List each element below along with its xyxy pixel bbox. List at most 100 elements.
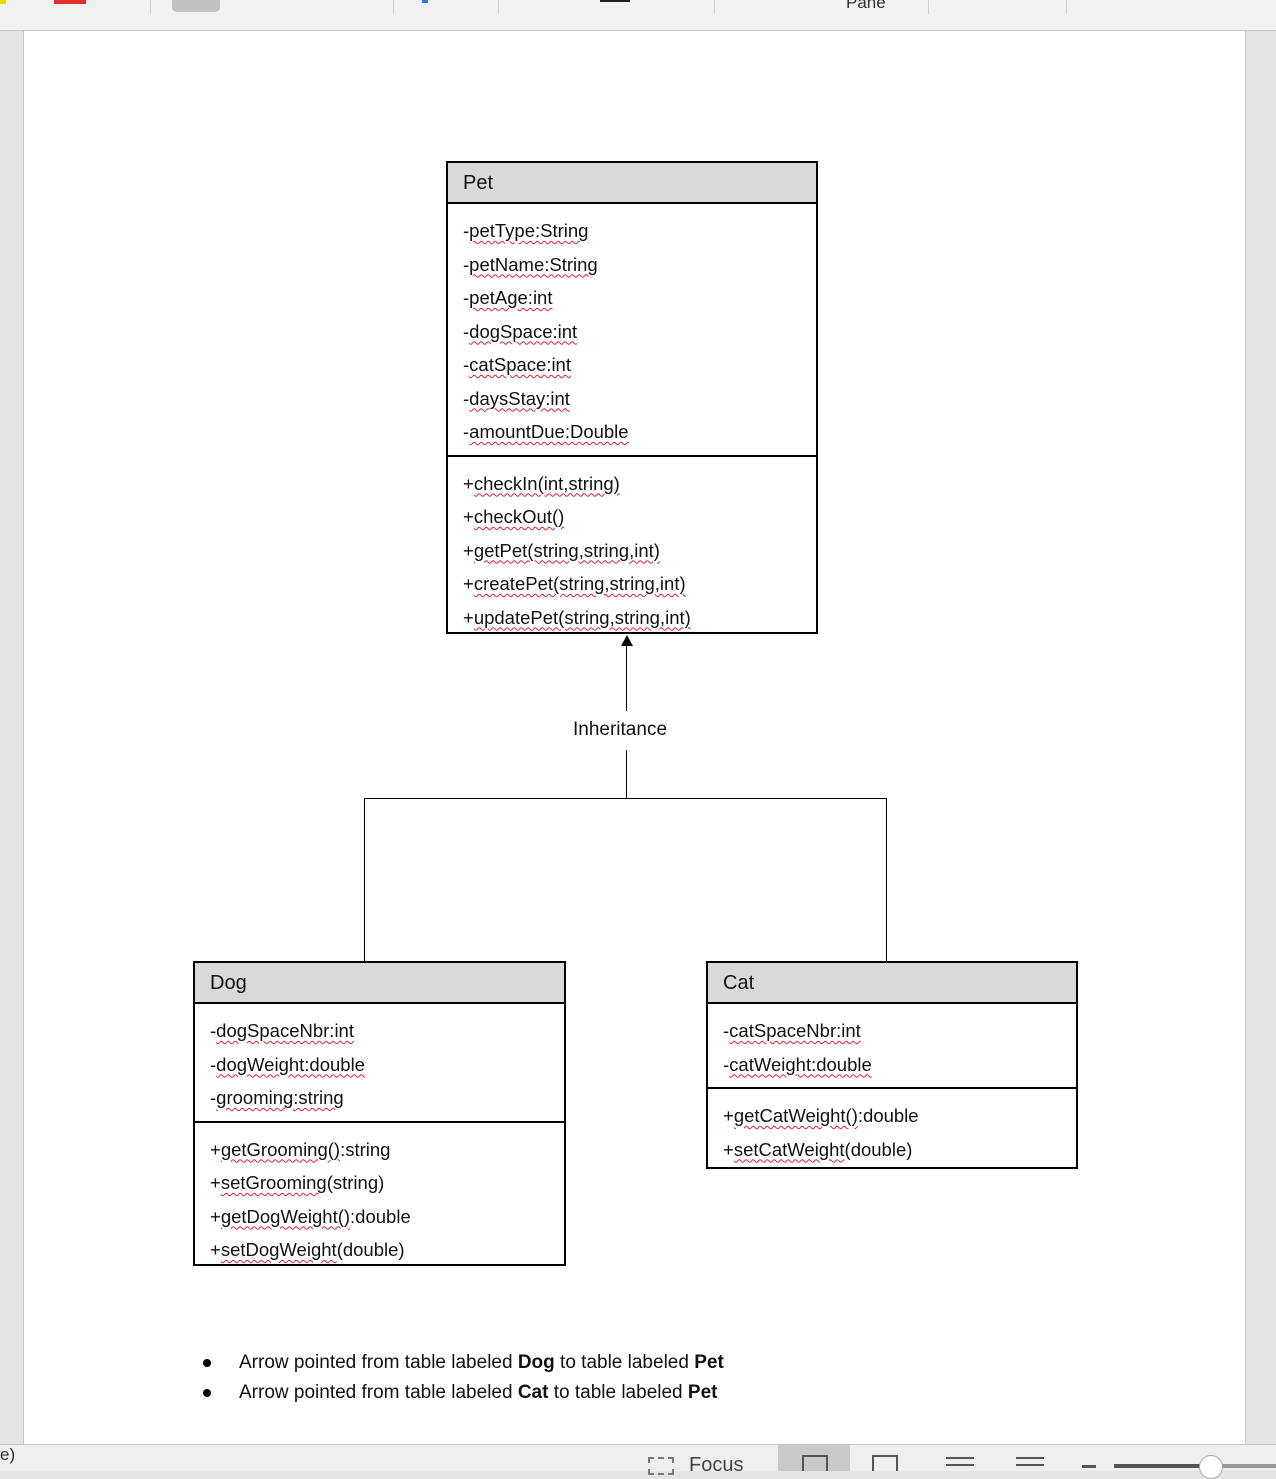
dog-attributes: -dogSpaceNbr:int-dogWeight:double-groomi… (195, 1004, 564, 1121)
member-visibility: - (210, 1053, 217, 1075)
toolbar-divider (150, 0, 151, 14)
member-name: dogWeight:double (216, 1053, 365, 1075)
member-name: catSpaceNbr:int (729, 1020, 861, 1041)
inheritance-arrowhead-icon (621, 635, 633, 646)
uml-member-line: -dogSpace:int (463, 315, 801, 349)
uml-class-pet[interactable]: Pet -petType:String-petName:String-petAg… (446, 161, 818, 634)
member-visibility: + (210, 1138, 221, 1160)
connector-line-to-dog (364, 798, 365, 962)
toolbar-blue-icon[interactable] (422, 0, 428, 3)
member-name: getPet(string,string,int) (473, 539, 660, 561)
outline-view-icon[interactable] (946, 1457, 974, 1469)
member-name: getGrooming() (220, 1138, 341, 1160)
web-layout-icon[interactable] (872, 1455, 898, 1471)
uml-member-line: +getDogWeight():double (210, 1200, 549, 1234)
member-type: :string (340, 1138, 391, 1160)
member-visibility: - (463, 421, 470, 442)
uml-member-line: -daysStay:int (463, 382, 801, 416)
uml-member-line: +checkIn(int,string) (463, 467, 801, 501)
member-name: petType:String (469, 220, 589, 241)
list-item: Arrow pointed from table labeled Dog to … (202, 1348, 724, 1378)
member-name: petName:String (469, 253, 598, 275)
member-name: petAge:int (469, 287, 553, 308)
toolbar-red-swatch-button[interactable] (54, 0, 86, 4)
member-type: :double (857, 1105, 919, 1126)
uml-member-line: +checkOut() (463, 500, 801, 534)
member-name: catWeight:double (729, 1053, 872, 1075)
uml-member-line: +getPet(string,string,int) (463, 534, 801, 568)
member-visibility: + (210, 1172, 221, 1193)
toolbar-divider (928, 0, 929, 14)
uml-class-dog[interactable]: Dog -dogSpaceNbr:int-dogWeight:double-gr… (193, 961, 566, 1266)
list-item: Arrow pointed from table labeled Cat to … (202, 1378, 724, 1408)
member-visibility: - (463, 320, 470, 342)
focus-icon[interactable] (648, 1457, 674, 1475)
uml-member-line: -grooming:string (210, 1081, 549, 1115)
member-name: checkIn(int,string) (473, 472, 620, 494)
connector-line-to-pet (626, 645, 627, 711)
class-name-cat: Cat (708, 963, 1076, 1004)
note-bold-term: Dog (517, 1352, 555, 1373)
member-visibility: - (463, 287, 470, 308)
note-text: Arrow pointed from table labeled (239, 1382, 518, 1403)
member-name: amountDue:Double (469, 421, 629, 442)
uml-class-cat[interactable]: Cat -catSpaceNbr:int-catWeight:double +g… (706, 961, 1078, 1169)
member-name: updatePet(string,string,int) (473, 606, 691, 628)
status-bar: e) Focus (0, 1444, 1276, 1479)
member-visibility: + (210, 1205, 221, 1227)
member-name: catSpace:int (469, 354, 571, 375)
member-type: (string) (326, 1172, 385, 1193)
member-name: setDogWeight (220, 1239, 337, 1260)
zoom-out-icon[interactable] (1082, 1465, 1096, 1468)
uml-member-line: +setGrooming(string) (210, 1166, 549, 1200)
member-visibility: - (463, 387, 470, 409)
toolbar-underline-icon[interactable] (600, 0, 630, 2)
member-visibility: - (210, 1020, 217, 1041)
member-name: grooming:string (216, 1087, 344, 1108)
toolbar-divider (498, 0, 499, 14)
toolbar-dropdown-button[interactable] (172, 0, 220, 12)
uml-member-line: +setCatWeight(double) (723, 1133, 1061, 1167)
draft-view-icon[interactable] (1016, 1457, 1044, 1469)
member-visibility: - (463, 354, 470, 375)
bullet-icon (203, 1389, 211, 1397)
print-layout-view-button[interactable] (778, 1445, 850, 1471)
focus-button-label[interactable]: Focus (689, 1454, 744, 1476)
status-left-text: e) (0, 1445, 16, 1464)
uml-member-line: -catSpaceNbr:int (723, 1014, 1061, 1048)
member-name: createPet(string,string,int) (473, 573, 686, 594)
toolbar-accent-yellow (0, 0, 6, 4)
member-visibility: - (723, 1053, 730, 1075)
pet-methods: +checkIn(int,string)+checkOut()+getPet(s… (448, 454, 816, 641)
member-name: daysStay:int (469, 387, 570, 409)
note-text: to table labeled (548, 1382, 688, 1403)
member-type: (double) (336, 1239, 405, 1260)
note-bold-term: Pet (687, 1382, 718, 1403)
print-layout-icon (802, 1455, 828, 1471)
uml-member-line: -catWeight:double (723, 1048, 1061, 1082)
pane-button-label[interactable]: Pane (846, 0, 886, 12)
member-visibility: + (463, 573, 474, 594)
member-visibility: + (463, 539, 474, 561)
uml-member-line: -dogSpaceNbr:int (210, 1014, 549, 1048)
ribbon-toolbar: Pane (0, 0, 1276, 31)
member-visibility: + (463, 606, 474, 628)
note-text: to table labeled (554, 1352, 695, 1373)
member-visibility: + (210, 1239, 221, 1260)
member-name: getCatWeight() (733, 1105, 858, 1126)
uml-member-line: -petName:String (463, 248, 801, 282)
member-name: checkOut() (473, 506, 565, 527)
member-visibility: + (463, 472, 474, 494)
document-page[interactable]: Pet -petType:String-petName:String-petAg… (23, 31, 1246, 1444)
cat-attributes: -catSpaceNbr:int-catWeight:double (708, 1004, 1076, 1087)
toolbar-divider (1066, 0, 1067, 14)
bullet-icon (203, 1359, 211, 1367)
note-text: Arrow pointed from table labeled (239, 1352, 518, 1373)
member-visibility: - (210, 1087, 217, 1108)
inheritance-label: Inheritance (573, 719, 668, 740)
uml-member-line: -amountDue:Double (463, 415, 801, 449)
member-visibility: - (463, 253, 470, 275)
bullet-list: Arrow pointed from table labeled Dog to … (202, 1348, 724, 1408)
uml-member-line: +getGrooming():string (210, 1133, 549, 1167)
zoom-slider-thumb[interactable] (1199, 1455, 1223, 1479)
